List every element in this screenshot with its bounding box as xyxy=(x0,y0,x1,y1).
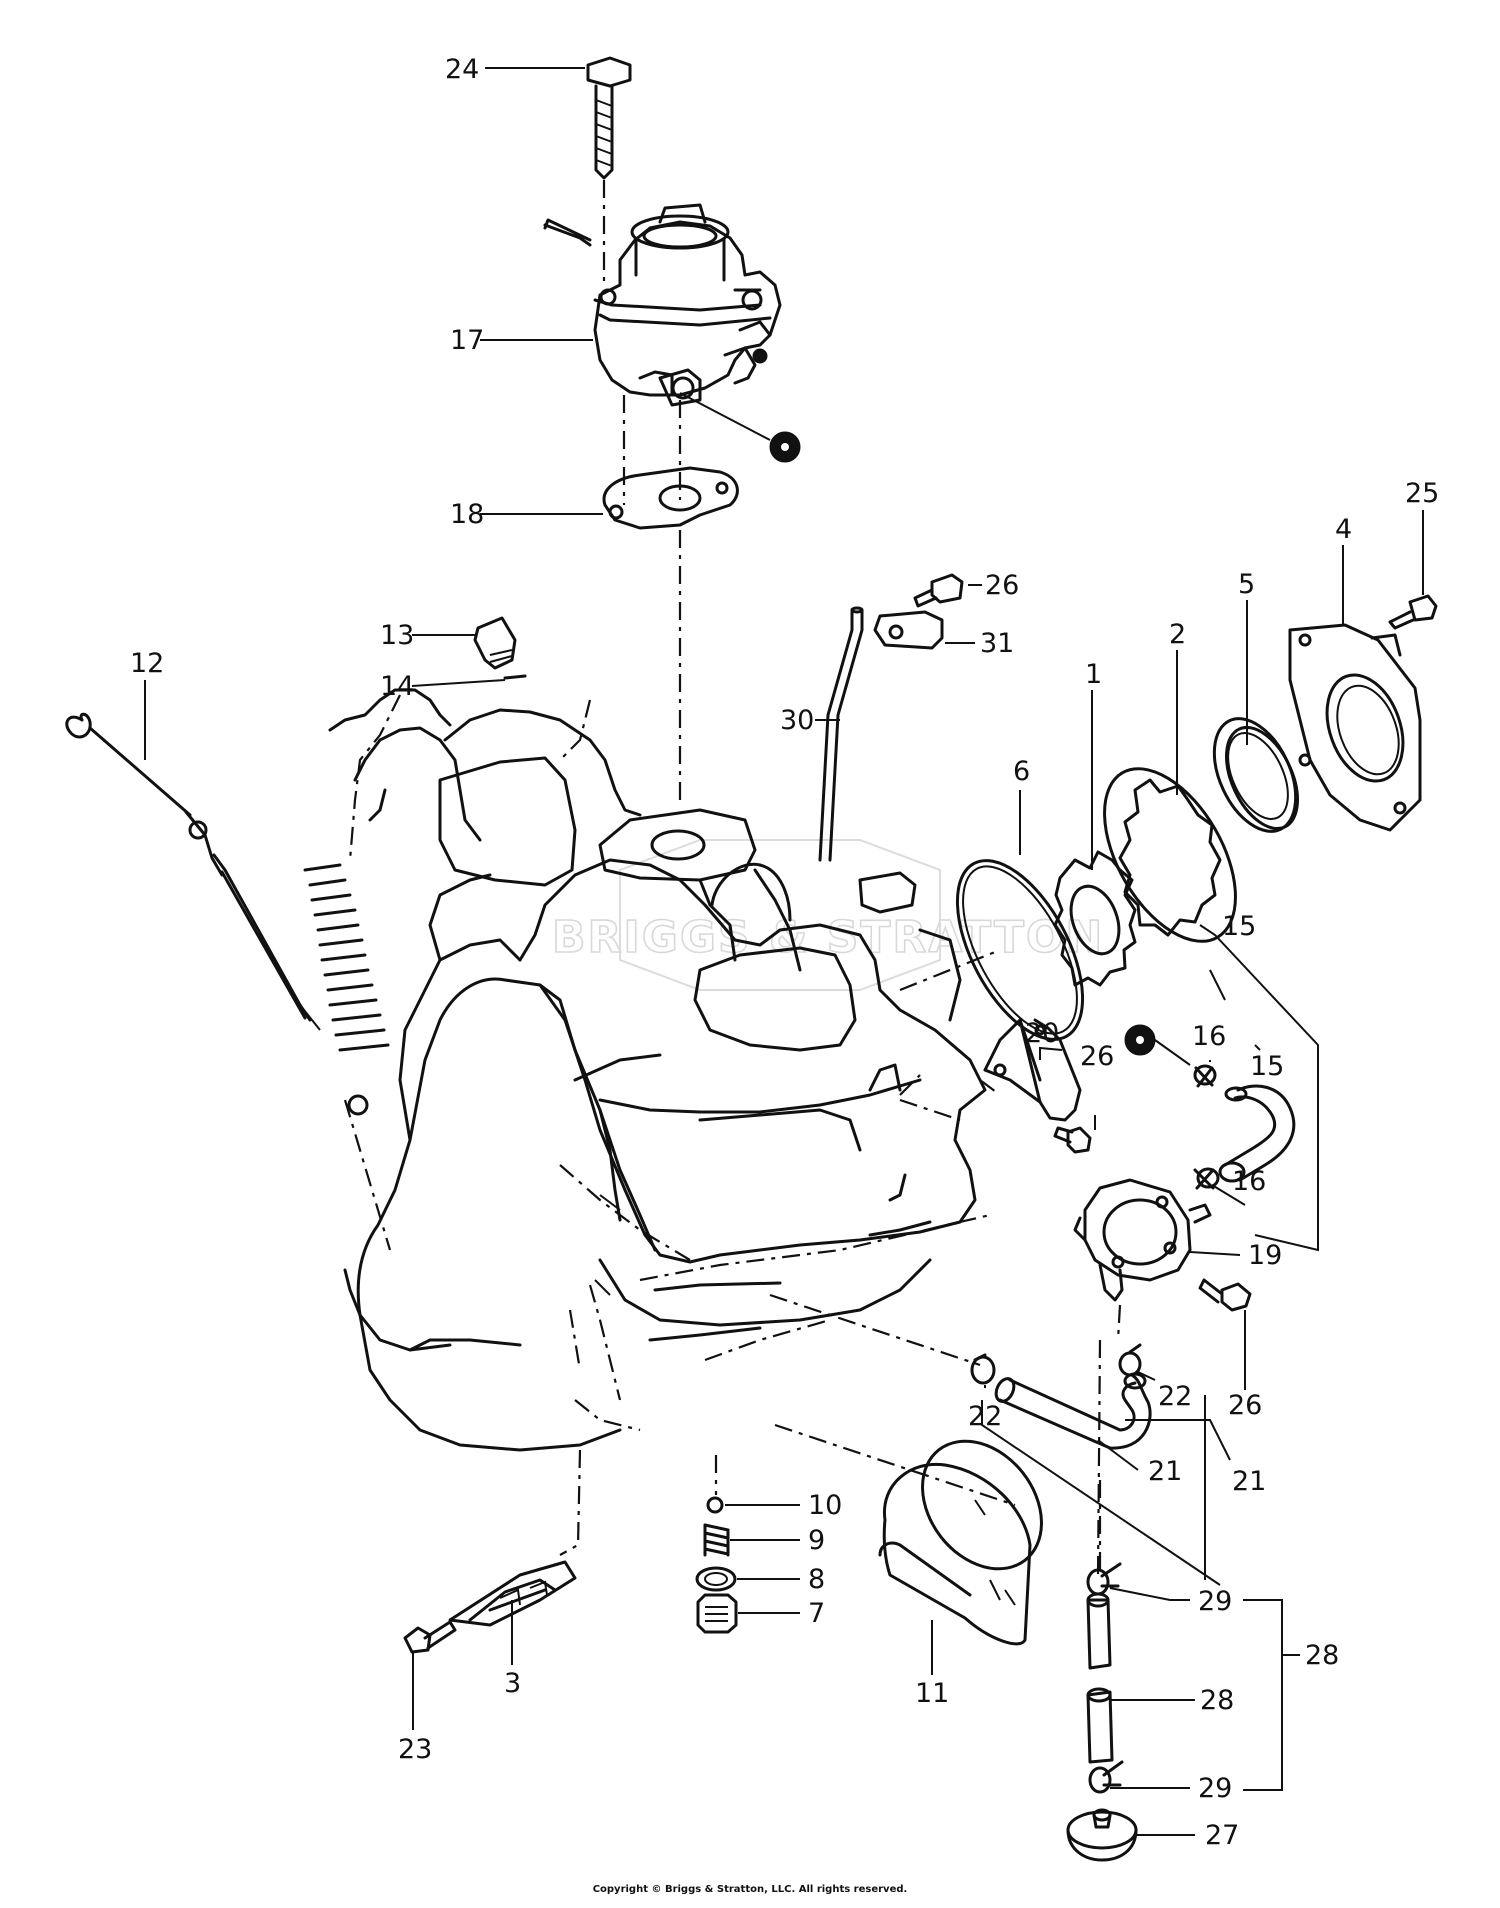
bracket-20 xyxy=(983,1018,1082,1122)
callout-27: 27 xyxy=(1205,1820,1239,1851)
callout-8: 8 xyxy=(808,1564,825,1595)
oil-filter-11 xyxy=(878,1439,1043,1646)
dipstick-12 xyxy=(65,712,321,1031)
clamp-22-right xyxy=(1118,1343,1142,1377)
hose-21 xyxy=(994,1372,1152,1450)
callout-labels: 24 17 18 13 14 12 30 26 31 6 1 2 5 4 25 … xyxy=(130,54,1439,1851)
filter-27 xyxy=(1066,1808,1138,1862)
callout-4: 4 xyxy=(1335,514,1352,545)
plug-13 xyxy=(473,616,517,670)
callout-13: 13 xyxy=(380,620,414,651)
callout-26-top: 26 xyxy=(985,570,1019,601)
callout-26-low: 26 xyxy=(1228,1390,1262,1421)
cover-4 xyxy=(1288,623,1422,832)
callout-21-outer: 21 xyxy=(1232,1466,1266,1497)
callout-29-top: 29 xyxy=(1198,1586,1232,1617)
engine-block xyxy=(303,688,987,1452)
callout-9: 9 xyxy=(808,1525,825,1556)
callout-22-left: 22 xyxy=(968,1401,1002,1432)
callout-24: 24 xyxy=(445,54,479,85)
callout-21-inner: 21 xyxy=(1148,1456,1182,1487)
callout-16-bottom: 16 xyxy=(1232,1166,1266,1197)
clamp-22-left xyxy=(970,1353,996,1385)
hose-28-lower xyxy=(1086,1687,1114,1764)
callout-6: 6 xyxy=(1013,756,1030,787)
callout-16-top: 16 xyxy=(1192,1021,1226,1052)
callout-30: 30 xyxy=(780,705,814,736)
carburetor-17 xyxy=(543,203,782,407)
plug-7 xyxy=(696,1593,738,1634)
hose-28-upper xyxy=(1086,1592,1112,1670)
seal-5 xyxy=(1212,717,1299,833)
gasket-18 xyxy=(602,466,739,530)
callout-23: 23 xyxy=(398,1734,432,1765)
fuel-pump-19 xyxy=(1073,1178,1212,1302)
clamp-29-bottom xyxy=(1088,1760,1124,1794)
callout-5: 5 xyxy=(1238,569,1255,600)
screw-26-top xyxy=(913,573,964,608)
callout-1: 1 xyxy=(1085,659,1102,690)
leader-lines xyxy=(144,67,1424,1836)
callout-15-side: 15 xyxy=(1250,1051,1284,1082)
screw-26-mid xyxy=(1053,1126,1092,1154)
engine-hidden-lines xyxy=(343,694,1001,1432)
clamp-16-bottom xyxy=(1193,1167,1220,1190)
callout-28-group: 28 xyxy=(1305,1640,1339,1671)
callout-10: 10 xyxy=(808,1490,842,1521)
callout-29-bottom: 29 xyxy=(1198,1773,1232,1804)
callout-11: 11 xyxy=(915,1678,949,1709)
screw-26-low xyxy=(1198,1278,1252,1312)
callout-19: 19 xyxy=(1248,1240,1282,1271)
callout-31: 31 xyxy=(980,628,1014,659)
bolt-24 xyxy=(586,56,632,180)
callout-20: 20 xyxy=(1025,1018,1059,1049)
callout-17: 17 xyxy=(450,325,484,356)
washer-14 xyxy=(503,674,527,680)
gear-1 xyxy=(1053,850,1137,987)
ball-10 xyxy=(706,1496,724,1514)
clamp-16-top xyxy=(1193,1064,1217,1088)
callout-22-right: 22 xyxy=(1158,1381,1192,1412)
callout-12: 12 xyxy=(130,648,164,679)
washer-8 xyxy=(695,1566,737,1592)
bracket-31 xyxy=(873,610,944,650)
callout-28-hose: 28 xyxy=(1200,1685,1234,1716)
callout-25: 25 xyxy=(1405,478,1439,509)
plate-3 xyxy=(448,1560,577,1627)
callout-15-top: 15 xyxy=(1222,911,1256,942)
copyright-notice: Copyright © Briggs & Stratton, LLC. All … xyxy=(593,1884,908,1895)
callout-3: 3 xyxy=(504,1668,521,1699)
screw-25 xyxy=(1388,594,1438,630)
hose-15 xyxy=(1218,1084,1296,1183)
watermark: BRIGGS & STRATTON xyxy=(551,839,1104,991)
callout-7: 7 xyxy=(808,1598,825,1629)
callout-26-mid: 26 xyxy=(1080,1041,1114,1072)
screw-23 xyxy=(403,1620,457,1654)
callout-18: 18 xyxy=(450,499,484,530)
callout-2: 2 xyxy=(1169,619,1186,650)
tube-30 xyxy=(818,606,864,862)
watermark-text: BRIGGS & STRATTON xyxy=(552,912,1104,963)
spring-9 xyxy=(703,1523,730,1557)
callout-14: 14 xyxy=(380,671,414,702)
